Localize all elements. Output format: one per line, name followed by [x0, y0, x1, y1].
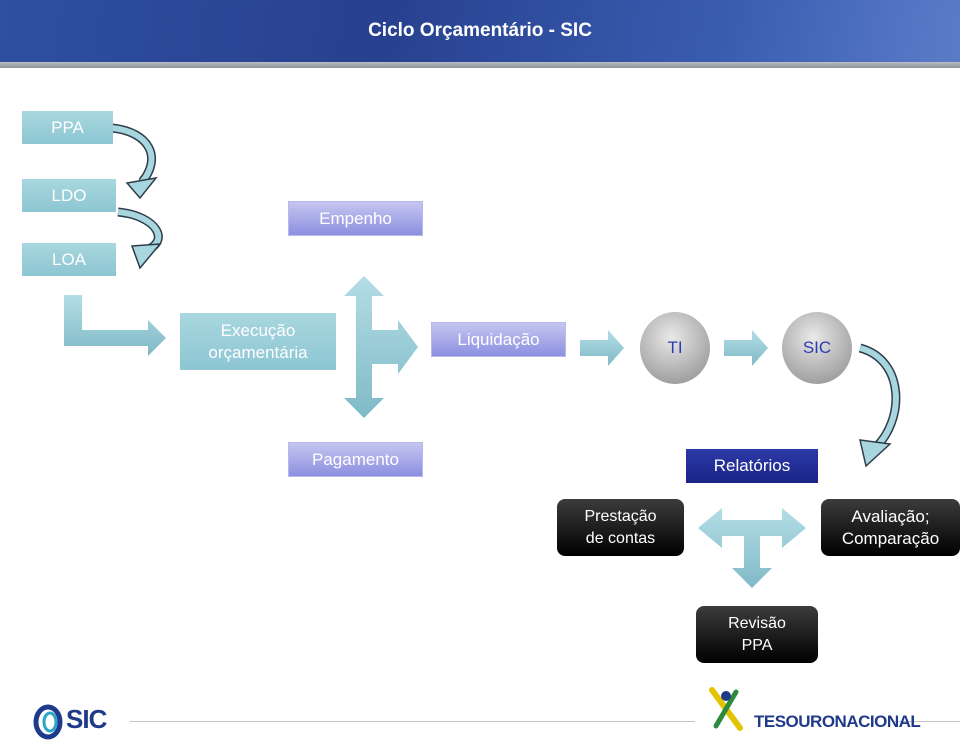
curved-arrow-ldo-loa	[117, 207, 163, 270]
tesouro-logo-text: TESOURONACIONAL	[754, 712, 921, 731]
arrow-ti-sic	[724, 330, 768, 366]
tesouro-nacional-logo: TESOURONACIONAL	[700, 686, 921, 742]
execucao-label-line1: Execução	[220, 320, 296, 340]
t-arrow-relatorios	[698, 508, 806, 588]
revisao-label-line2: PPA	[741, 636, 773, 654]
loa-label: LOA	[51, 249, 87, 269]
l-arrow-loa-execucao	[64, 295, 166, 356]
ti-circle: TI	[640, 312, 710, 384]
footer-divider-right	[895, 721, 960, 722]
relatorios-box: Relatórios	[686, 449, 818, 483]
ti-label: TI	[667, 338, 683, 357]
curved-arrow-sic-relatorios	[858, 343, 901, 468]
ldo-box: LDO	[22, 179, 116, 212]
ppa-label: PPA	[51, 117, 84, 137]
ldo-label: LDO	[51, 185, 87, 205]
pagamento-box: Pagamento	[288, 442, 423, 477]
curved-arrow-ppa-ldo	[111, 123, 158, 200]
liquidacao-label: Liquidação	[457, 329, 540, 349]
avaliacao-box: Avaliação; Comparação	[821, 499, 960, 556]
prestacao-box: Prestação de contas	[557, 499, 684, 556]
tesouro-logo-icon	[709, 687, 743, 731]
ppa-box: PPA	[22, 111, 113, 144]
header-bar	[0, 0, 960, 62]
revisao-label-line1: Revisão	[728, 614, 786, 632]
prestacao-label-line2: de contas	[585, 529, 656, 547]
execucao-label-line2: orçamentária	[208, 342, 308, 362]
sic-logo: SIC	[32, 698, 132, 742]
sic-circle: SIC	[782, 312, 852, 384]
relatorios-label: Relatórios	[713, 456, 791, 475]
loa-box: LOA	[22, 243, 116, 276]
sic-logo-text: SIC	[66, 704, 107, 734]
header-divider	[0, 62, 960, 68]
sic-logo-icon	[33, 704, 63, 740]
execucao-box: Execução orçamentária	[180, 313, 336, 370]
avaliacao-label-line2: Comparação	[841, 528, 940, 548]
liquidacao-box: Liquidação	[431, 322, 566, 357]
page-title: Ciclo Orçamentário - SIC	[368, 20, 592, 41]
prestacao-label-line1: Prestação	[584, 507, 657, 525]
arrow-liquidacao-ti	[580, 330, 624, 366]
empenho-label: Empenho	[319, 208, 392, 228]
pagamento-label: Pagamento	[312, 449, 399, 469]
split-arrow-execucao	[344, 276, 418, 418]
empenho-box: Empenho	[288, 201, 423, 236]
avaliacao-label-line1: Avaliação;	[851, 506, 930, 526]
footer-divider-left	[130, 721, 695, 722]
revisao-ppa-box: Revisão PPA	[696, 606, 818, 663]
sic-label: SIC	[802, 338, 832, 357]
